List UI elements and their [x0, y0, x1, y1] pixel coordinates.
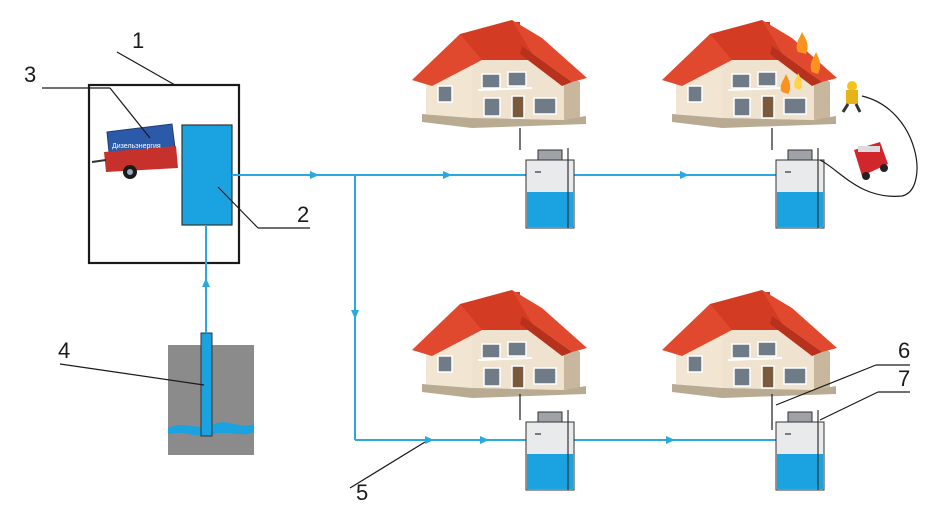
- leader-4: [59, 363, 205, 386]
- house-bottom-right: [661, 289, 838, 399]
- leader-1: [116, 51, 176, 86]
- fire-truck: [854, 142, 888, 180]
- trailer-brand-label: Дизельэнергия: [112, 143, 161, 150]
- leader-3b: [109, 87, 151, 139]
- pressure-tank: [181, 124, 233, 226]
- fire-flames: [780, 32, 821, 94]
- leader-6b: [775, 364, 877, 406]
- storage-tank-top-left: [525, 147, 575, 229]
- house-bottom-left: [411, 289, 588, 399]
- leader-2a: [217, 186, 259, 229]
- storage-tank-top-right: [775, 147, 825, 229]
- flow-arrow-2: [443, 171, 452, 179]
- house-top-left: [411, 19, 588, 129]
- leader-5: [349, 441, 426, 489]
- callout-1: 1: [132, 28, 144, 53]
- firefighter: [841, 81, 862, 113]
- storage-tank-bottom-right: [775, 409, 825, 491]
- callout-2: 2: [297, 202, 309, 227]
- trailer-generator: Дизельэнергия: [91, 123, 178, 179]
- flow-arrow-down: [351, 310, 359, 319]
- house-top-right: [661, 19, 838, 129]
- flow-arrow-4: [425, 436, 434, 444]
- callout-6: 6: [898, 338, 910, 363]
- flow-arrow-up: [202, 278, 210, 287]
- callout-4: 4: [58, 338, 70, 363]
- callout-5: 5: [356, 480, 368, 505]
- flow-arrow-3: [680, 171, 689, 179]
- flow-arrow-5: [480, 436, 489, 444]
- callout-3: 3: [24, 62, 36, 87]
- flow-arrow-6: [666, 436, 675, 444]
- leader-7b: [819, 391, 879, 421]
- flow-arrow-1: [310, 171, 319, 179]
- storage-tank-bottom-left: [525, 409, 575, 491]
- fire-hose: [819, 95, 918, 197]
- callout-7: 7: [898, 366, 910, 391]
